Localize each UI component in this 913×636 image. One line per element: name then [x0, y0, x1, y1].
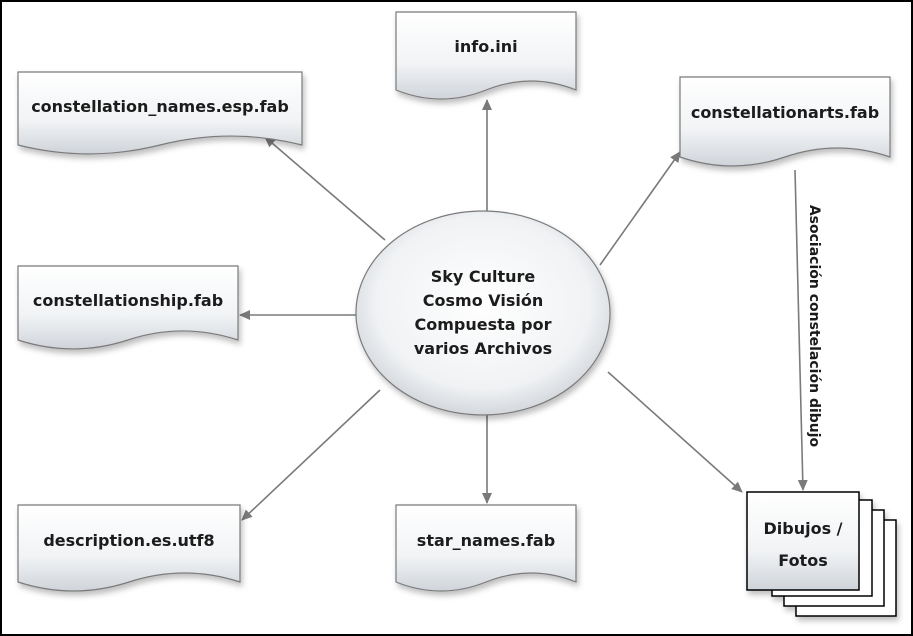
pictures-label-line2: Fotos	[778, 551, 827, 570]
arrow-arts-to-pictures	[794, 169, 808, 491]
arrow-to-names-esp	[264, 136, 386, 241]
doc-star-names: star_names.fab	[395, 504, 577, 592]
doc-info: info.ini	[395, 11, 577, 100]
doc-star-names-label: star_names.fab	[417, 531, 555, 550]
pictures-stack: Dibujos / Fotos	[746, 491, 897, 617]
pictures-label-line1: Dibujos /	[763, 519, 842, 538]
arrow-to-arts	[599, 151, 681, 266]
center-line-2: Cosmo Visión	[423, 291, 543, 310]
doc-arts-label: constellationarts.fab	[691, 103, 879, 122]
doc-description: description.es.utf8	[17, 504, 241, 592]
doc-description-label: description.es.utf8	[43, 531, 214, 550]
doc-info-label: info.ini	[454, 37, 517, 56]
center-line-3: Compuesta por	[415, 315, 552, 334]
arrow-to-pictures	[607, 371, 743, 493]
center-line-4: varios Archivos	[414, 339, 552, 358]
doc-names-esp-label: constellation_names.esp.fab	[31, 97, 289, 116]
doc-ship: constellationship.fab	[17, 265, 239, 350]
center-node: Sky Culture Cosmo Visión Compuesta por v…	[355, 210, 611, 416]
doc-arts: constellationarts.fab	[679, 76, 891, 167]
center-line-1: Sky Culture	[431, 267, 536, 286]
doc-names-esp: constellation_names.esp.fab	[17, 71, 303, 155]
doc-ship-label: constellationship.fab	[33, 291, 223, 310]
arrow-to-description	[241, 389, 381, 521]
connectors	[239, 99, 808, 521]
association-label: Asociación constelación dibujo	[806, 205, 822, 448]
